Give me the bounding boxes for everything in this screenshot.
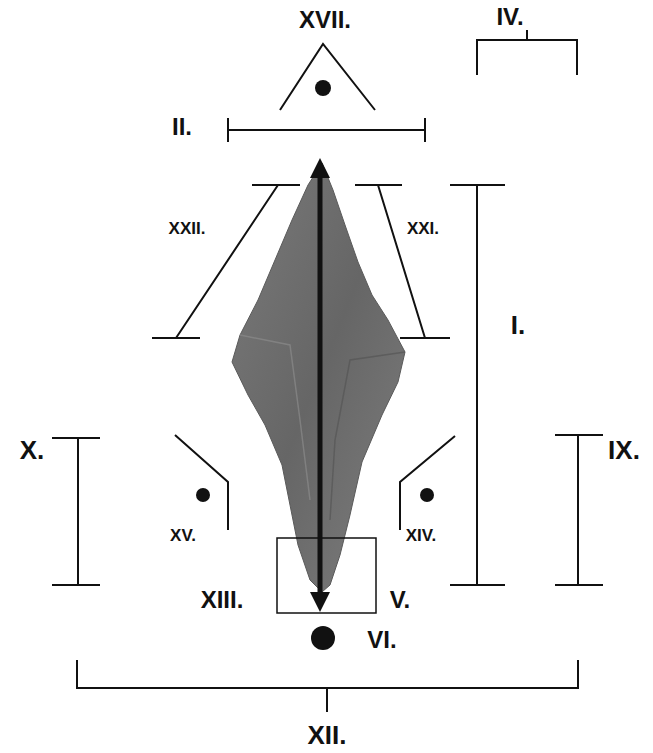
length-arrow — [310, 158, 330, 612]
callout-number: IX. — [608, 437, 640, 463]
callout-number: XII. — [307, 722, 346, 748]
callout-number: I. — [511, 312, 525, 338]
symbol-dots — [196, 80, 434, 650]
callout-number: XXII. — [169, 220, 206, 237]
callout-number: II. — [172, 115, 192, 139]
callout-number: XVII. — [299, 8, 351, 32]
callout-number: XXI. — [407, 220, 439, 237]
callout-number: VI. — [367, 628, 396, 652]
callout-number: X. — [20, 437, 45, 463]
callout-number: V. — [390, 588, 410, 612]
callout-number: XV. — [170, 527, 196, 544]
callout-number: XIV. — [406, 527, 437, 544]
callout-number: IV. — [496, 5, 523, 29]
callout-number: XIII. — [201, 588, 244, 612]
dimension-lines — [52, 30, 603, 712]
